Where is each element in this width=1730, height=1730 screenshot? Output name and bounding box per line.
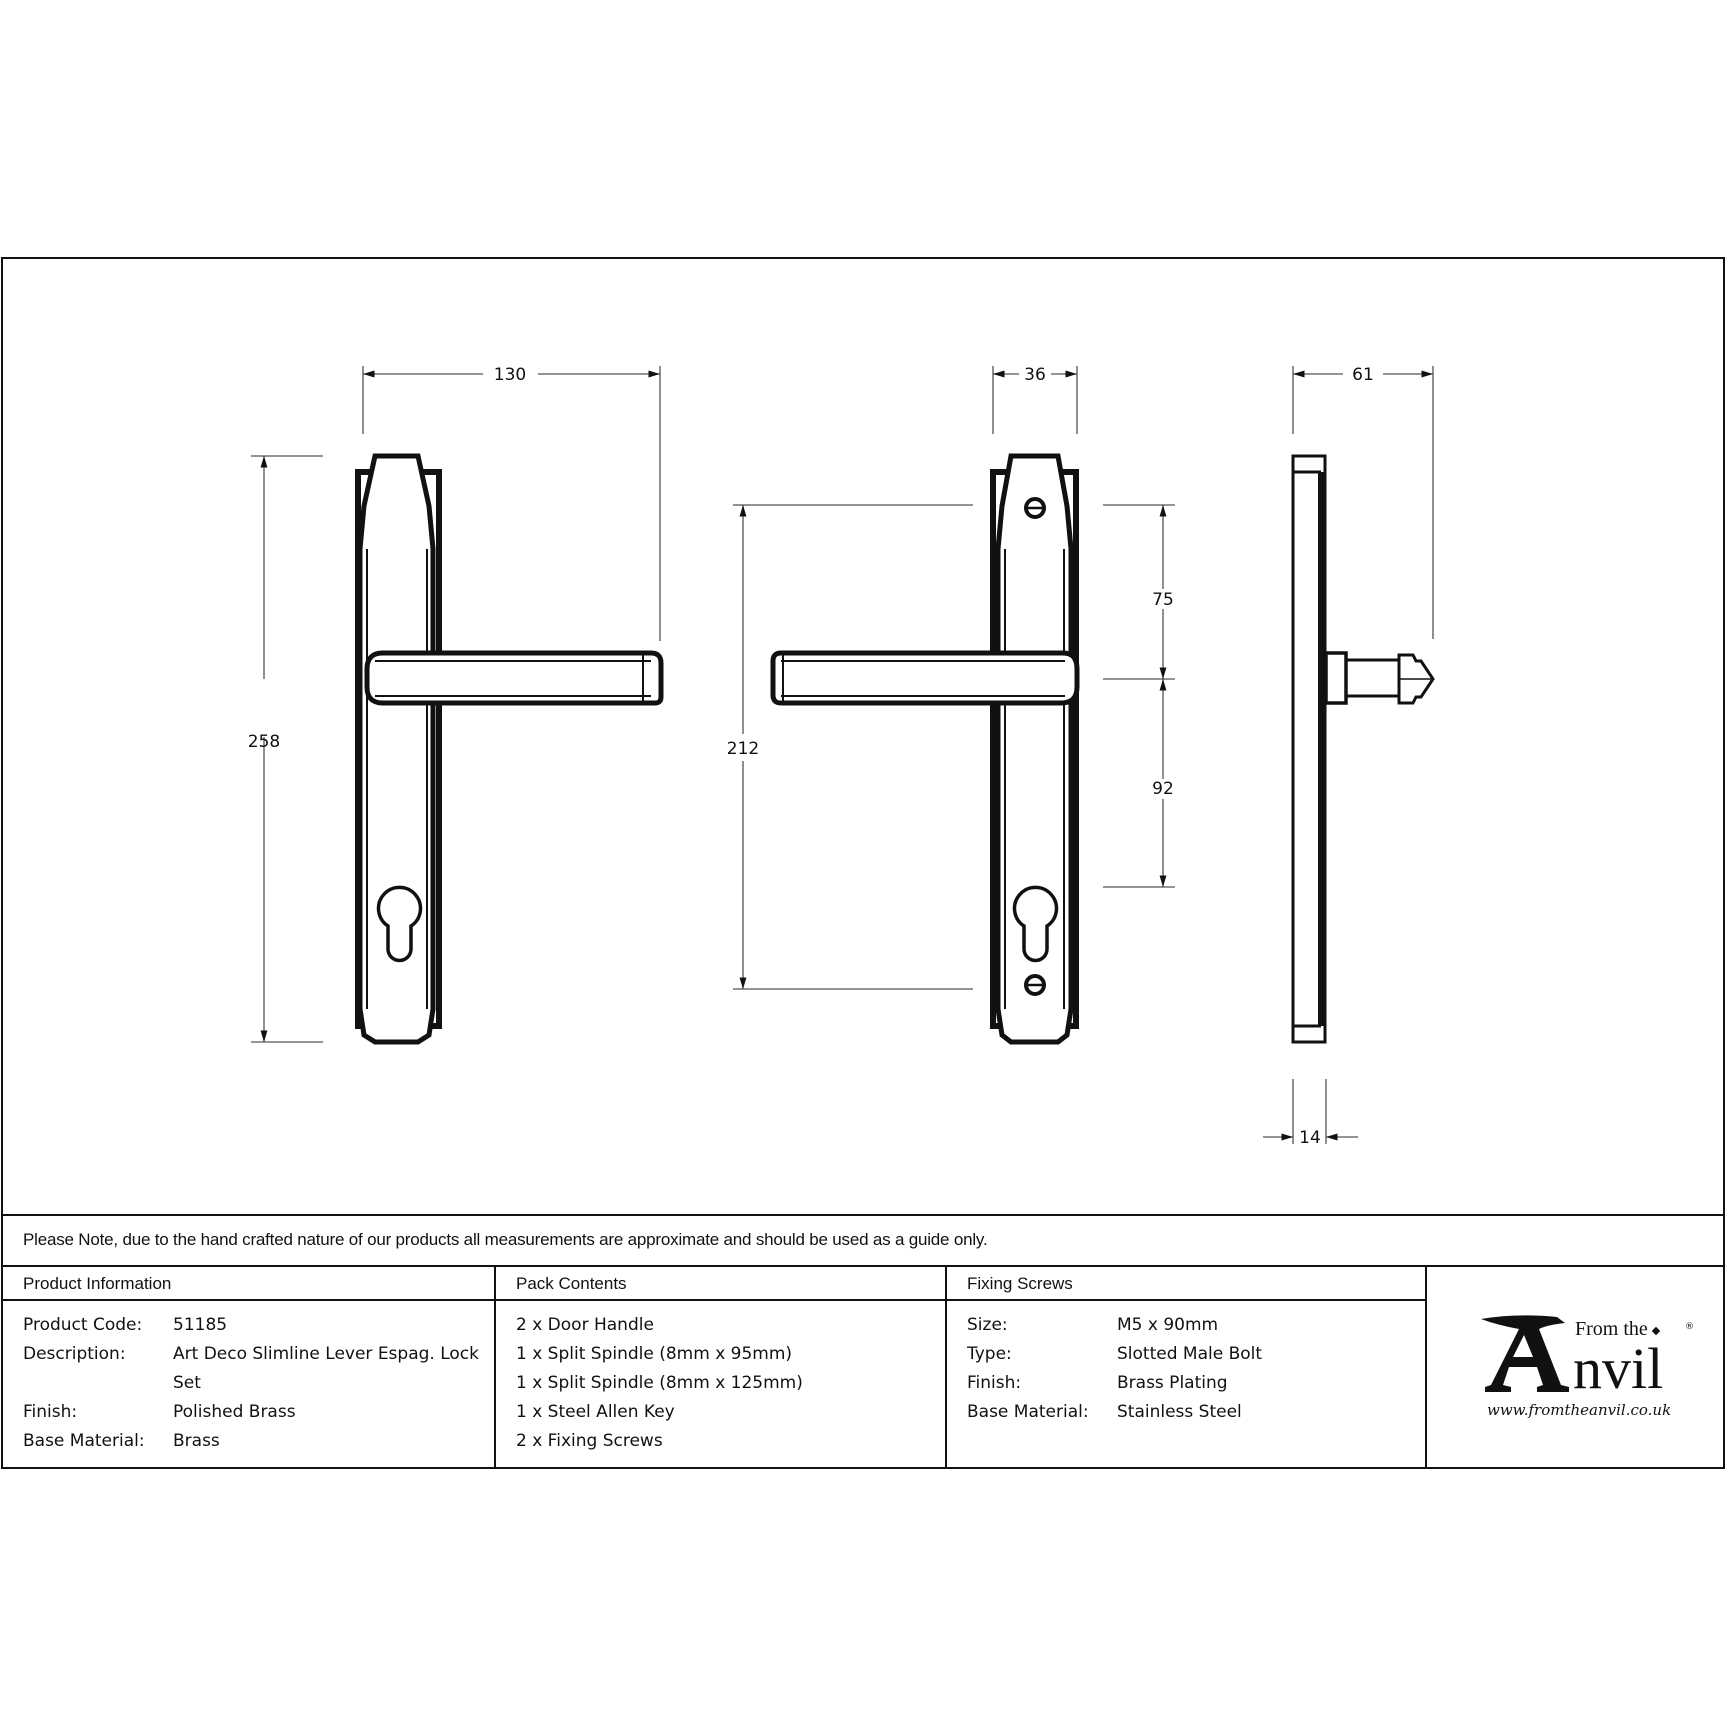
fixing-screws-row: Type:Slotted Male Bolt <box>967 1344 1263 1364</box>
dim-front-width: 130 <box>494 365 526 385</box>
anvil-icon: nvil From the ® www.fromtheanvil.co.uk <box>1481 1315 1694 1419</box>
fixing-screws-row: Size:M5 x 90mm <box>967 1315 1219 1335</box>
svg-text:®: ® <box>1685 1322 1694 1332</box>
product-info-section: Product Information Product Code:51185 D… <box>3 1267 496 1467</box>
fixing-screws-row: Base Material:Stainless Steel <box>967 1402 1242 1422</box>
back-view: 36 212 75 92 <box>727 365 1175 1045</box>
pack-item: 2 x Fixing Screws <box>516 1431 663 1451</box>
drawing-area: 130 258 <box>248 365 1435 1148</box>
dim-side-plate-depth: 14 <box>1299 1128 1321 1148</box>
pack-item: 1 x Steel Allen Key <box>516 1402 675 1422</box>
pack-item: 2 x Door Handle <box>516 1315 654 1335</box>
pack-item: 1 x Split Spindle (8mm x 95mm) <box>516 1344 793 1364</box>
product-info-heading: Product Information <box>3 1267 494 1301</box>
svg-text:nvil: nvil <box>1573 1336 1663 1401</box>
dim-back-fixing-centres: 212 <box>727 739 759 759</box>
dim-front-height: 258 <box>248 732 280 752</box>
pack-item: 1 x Split Spindle (8mm x 125mm) <box>516 1373 803 1393</box>
front-view: 130 258 <box>248 365 664 1045</box>
pack-contents-heading: Pack Contents <box>496 1267 945 1301</box>
svg-text:www.fromtheanvil.co.uk: www.fromtheanvil.co.uk <box>1487 1401 1671 1419</box>
measurement-note: Please Note, due to the hand crafted nat… <box>3 1214 1723 1266</box>
spec-table: Product Information Product Code:51185 D… <box>3 1265 1723 1467</box>
product-info-row: Product Code:51185 <box>23 1315 228 1335</box>
fixing-screws-row: Finish:Brass Plating <box>967 1373 1228 1393</box>
product-info-row: Finish:Polished Brass <box>23 1402 296 1422</box>
side-view: 61 14 <box>1263 365 1435 1148</box>
technical-drawing-sheet: 130 258 <box>1 257 1725 1469</box>
product-info-row: Description:Art Deco Slimline Lever Espa… <box>23 1344 479 1393</box>
dim-side-projection: 61 <box>1352 365 1374 385</box>
product-info-row: Base Material:Brass <box>23 1431 220 1451</box>
fixing-screws-heading: Fixing Screws <box>947 1267 1425 1301</box>
dim-spindle-to-top-screw: 75 <box>1152 590 1174 610</box>
dim-spindle-to-cylinder: 92 <box>1152 779 1174 799</box>
note-text: Please Note, due to the hand crafted nat… <box>23 1230 988 1249</box>
svg-text:From the: From the <box>1575 1318 1648 1340</box>
pack-contents-section: Pack Contents 2 x Door Handle 1 x Split … <box>496 1267 947 1467</box>
from-the-anvil-logo: nvil From the ® www.fromtheanvil.co.uk <box>1427 1267 1723 1467</box>
fixing-screws-section: Fixing Screws Size:M5 x 90mm Type:Slotte… <box>947 1267 1427 1467</box>
dim-back-plate-width: 36 <box>1024 365 1046 385</box>
